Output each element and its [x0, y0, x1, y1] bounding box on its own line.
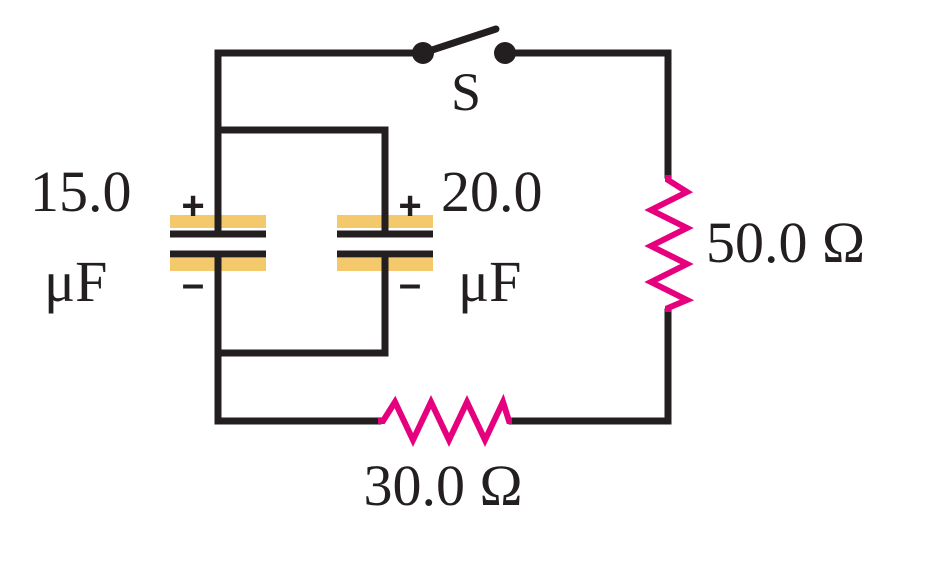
wire-top-left: [214, 49, 427, 235]
capacitor-right-positive-sign: +: [398, 184, 421, 228]
wire-left-bottom: [214, 349, 382, 425]
resistor-bottom: [378, 393, 512, 448]
capacitor-left-value: 15.0: [30, 159, 132, 224]
switch: S: [412, 25, 516, 122]
resistor-right: [644, 175, 695, 312]
switch-terminal-right: [494, 42, 516, 64]
switch-label: S: [451, 62, 481, 122]
wire-capacitor-top-link: [214, 126, 389, 235]
capacitor-left-positive-sign: +: [181, 184, 204, 228]
capacitor-left-negative-sign: –: [182, 262, 204, 306]
capacitor-left-unit: μF: [44, 249, 107, 314]
wire-top-right: [501, 49, 672, 179]
resistor-bottom-label: 30.0 Ω: [363, 453, 522, 518]
capacitor-right-unit: μF: [458, 249, 521, 314]
resistor-right-label: 50.0 Ω: [706, 210, 865, 275]
wires: [214, 49, 672, 425]
wire-bottom-right: [508, 308, 672, 425]
capacitor-right-value: 20.0: [441, 159, 543, 224]
switch-blade: [419, 25, 500, 57]
switch-terminal-left: [412, 42, 434, 64]
wire-capacitor-bottom-link: [214, 253, 389, 357]
capacitor-right-negative-sign: –: [399, 262, 421, 306]
